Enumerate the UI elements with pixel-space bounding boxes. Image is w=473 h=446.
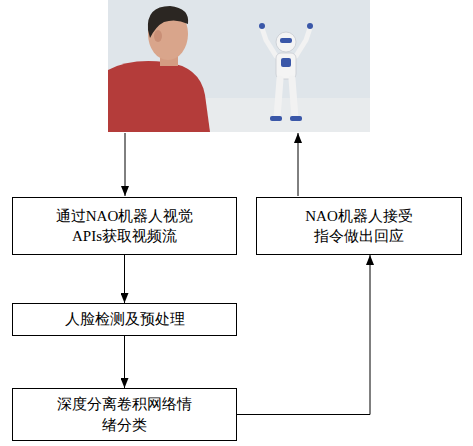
process-box: 通过NAO机器人视觉 APIs获取视频流 (12, 197, 237, 255)
photo-arrow (125, 133, 126, 196)
flow-arrow (124, 255, 125, 303)
box-label: 通过NAO机器人视觉 APIs获取视频流 (44, 206, 206, 247)
photo-arrow (298, 133, 299, 196)
box-label: NAO机器人接受 指令做出回应 (297, 206, 421, 247)
process-box: 人脸检测及预处理 (12, 303, 237, 336)
robot-head (276, 32, 296, 52)
box-label: 深度分离卷积网络情 绪分类 (54, 394, 196, 435)
flow-arrow (124, 336, 125, 388)
robot-face (280, 38, 292, 43)
man-shirt (108, 61, 210, 132)
photo-wall (108, 0, 370, 132)
man-hair (148, 6, 188, 38)
process-box: NAO机器人接受 指令做出回应 (256, 197, 462, 255)
flow-arrow (237, 255, 370, 415)
robot-leg (277, 79, 280, 118)
man-ear (154, 30, 162, 42)
robot-chest (281, 58, 291, 67)
robot-arm (262, 28, 276, 56)
robot-foot (270, 116, 282, 121)
robot-leg (292, 79, 295, 118)
robot-hand (259, 23, 265, 29)
robot-arm (296, 28, 310, 56)
box-label: 人脸检测及预处理 (65, 309, 185, 329)
nao-robot (259, 23, 313, 121)
robot-foot (290, 116, 302, 121)
robot-body (276, 53, 296, 79)
robot-hand (307, 23, 313, 29)
process-box: 深度分离卷积网络情 绪分类 (12, 388, 237, 441)
photo (108, 0, 370, 132)
